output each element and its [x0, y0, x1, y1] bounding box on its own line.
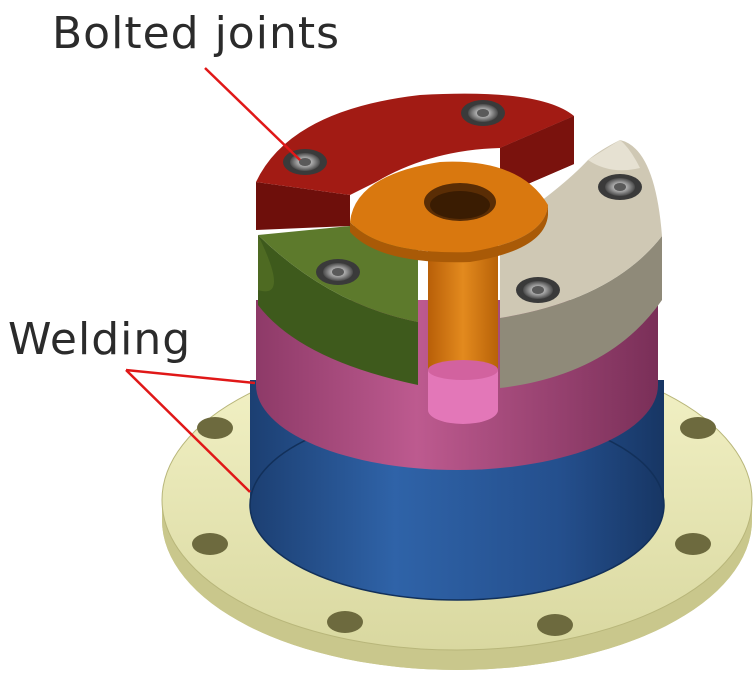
- bolt: [516, 277, 560, 303]
- bolted-joints-label: Bolted joints: [52, 8, 340, 59]
- bolt: [316, 259, 360, 285]
- orange-pipe: [350, 161, 548, 424]
- flange-hole: [192, 533, 228, 555]
- flange-hole: [675, 533, 711, 555]
- welding-callout-line-2: [125, 369, 251, 493]
- welding-callout-line-1: [125, 368, 256, 385]
- bolt: [283, 149, 327, 175]
- bolt: [461, 100, 505, 126]
- flange-hole: [327, 611, 363, 633]
- flange-hole: [680, 417, 716, 439]
- callout-lines: [125, 67, 301, 493]
- bolt: [598, 174, 642, 200]
- flange-bolt-holes: [192, 417, 716, 636]
- welding-label: Welding: [8, 314, 192, 365]
- flange-hole: [537, 614, 573, 636]
- bolted-callout-line: [204, 67, 301, 161]
- flange-hole: [197, 417, 233, 439]
